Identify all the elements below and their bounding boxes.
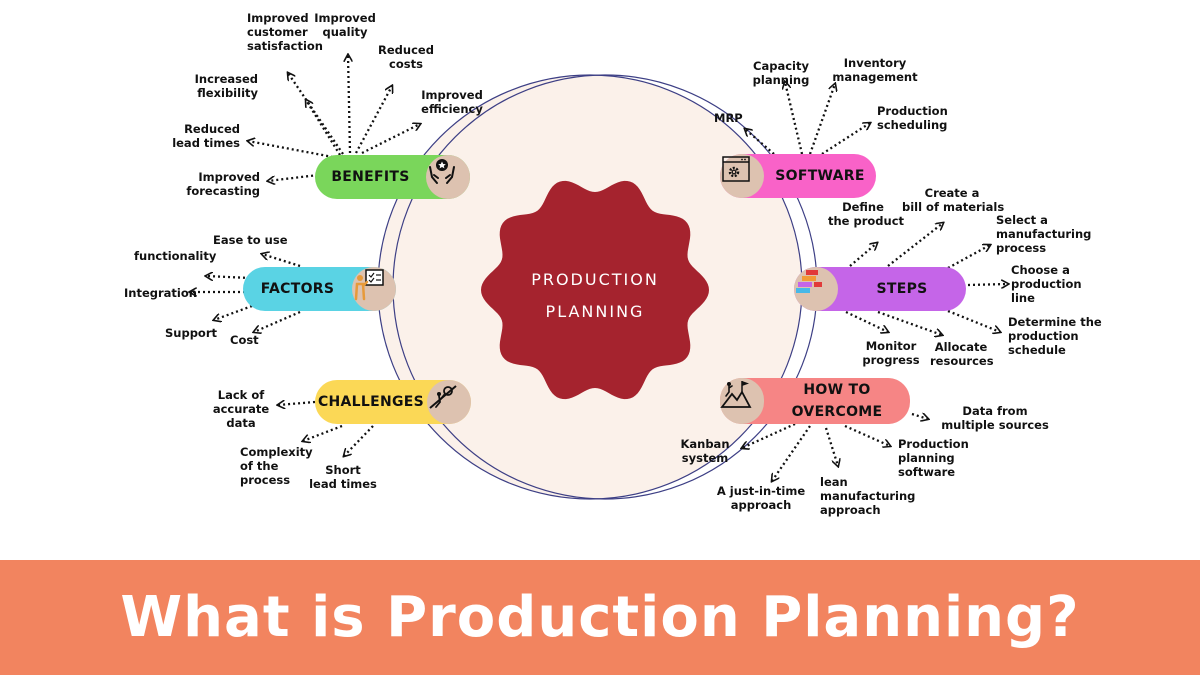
- challenges-node: CHALLENGES: [315, 380, 471, 424]
- presenter-board-icon: [352, 267, 396, 311]
- software-item: Inventory management: [832, 56, 918, 84]
- connector-arrow: [262, 254, 301, 268]
- connector-arrow: [911, 414, 928, 419]
- software-item: Production scheduling: [877, 104, 948, 132]
- uphill-climb-icon: [427, 380, 471, 424]
- step-item: Define the product: [828, 200, 905, 228]
- connector-arrow: [772, 425, 811, 481]
- connector-arrows: [190, 55, 1008, 481]
- step-item: Choose a production line: [1011, 263, 1082, 305]
- connector-arrow: [344, 425, 374, 456]
- stacked-blocks-icon: [794, 267, 838, 311]
- center-title: PRODUCTION PLANNING: [531, 270, 659, 321]
- mind-map-canvas: [0, 0, 1200, 500]
- connector-arrow: [947, 245, 990, 270]
- factor-item: Integration: [124, 286, 197, 300]
- benefits-label: BENEFITS: [331, 169, 410, 185]
- overcome-item: Data from multiple sources: [941, 404, 1049, 432]
- step-item: Determine the production schedule: [1008, 315, 1102, 357]
- connector-arrow: [845, 310, 888, 332]
- steps-label: STEPS: [876, 281, 928, 297]
- connector-arrow: [214, 304, 253, 320]
- connector-arrow: [278, 402, 316, 405]
- factor-item: Ease to use: [213, 233, 288, 247]
- connector-arrow: [887, 223, 943, 267]
- overcome-item: Kanban system: [680, 437, 730, 465]
- step-item: Select a manufacturing process: [996, 213, 1092, 255]
- benefit-item: Improved quality: [314, 11, 376, 39]
- connector-arrow: [967, 284, 1008, 285]
- mountain-flag-icon: [720, 378, 764, 424]
- step-item: Monitor progress: [862, 339, 920, 367]
- gear-window-icon: [720, 154, 764, 198]
- challenge-item: Short lead times: [309, 463, 377, 491]
- factors-label: FACTORS: [260, 281, 335, 297]
- connector-arrow: [947, 309, 1000, 332]
- connector-arrow: [745, 129, 775, 155]
- connector-arrow: [348, 55, 350, 154]
- factor-item: Support: [165, 326, 218, 340]
- benefit-item: Improved customer satisfaction: [247, 11, 323, 53]
- mind-map: PRODUCTION PLANNING BENEFITS Improved cu…: [0, 0, 1200, 517]
- connector-arrow: [288, 73, 344, 155]
- benefit-item: Increased flexibility: [194, 72, 258, 100]
- how-to-overcome-label: HOW TO OVERCOME: [791, 382, 883, 420]
- hands-star-icon: [426, 155, 470, 199]
- center-badge: [481, 180, 709, 400]
- connector-arrow: [254, 310, 301, 332]
- connector-arrow: [742, 422, 796, 448]
- connector-arrow: [808, 84, 835, 155]
- overcome-item: Production planning software: [898, 437, 969, 479]
- benefit-item: Improved forecasting: [186, 170, 260, 198]
- software-item: Capacity planning: [752, 59, 810, 87]
- benefit-item: Improved efficiency: [421, 88, 483, 116]
- connector-arrow: [268, 173, 319, 181]
- connector-arrow: [877, 310, 942, 335]
- challenge-item: Complexity of the process: [240, 445, 313, 487]
- step-item: Create a bill of materials: [902, 186, 1005, 214]
- factors-node: FACTORS: [243, 267, 396, 311]
- banner-title: What is Production Planning?: [120, 585, 1080, 650]
- software-node: SOFTWARE: [720, 154, 876, 198]
- challenges-label: CHALLENGES: [317, 394, 425, 410]
- connector-arrow: [354, 86, 392, 154]
- steps-node: STEPS: [794, 267, 966, 311]
- connector-arrow: [844, 424, 890, 446]
- connector-arrow: [824, 427, 838, 466]
- factor-item: functionality: [134, 249, 217, 263]
- connector-arrow: [206, 276, 251, 278]
- how-to-overcome-node: HOW TO OVERCOME: [720, 378, 910, 424]
- benefits-node: BENEFITS: [315, 155, 470, 199]
- overcome-item: A just-in-time approach: [716, 484, 806, 512]
- connector-arrow: [361, 124, 420, 155]
- benefit-item: Reduced costs: [378, 43, 434, 71]
- software-label: SOFTWARE: [775, 168, 865, 184]
- factor-item: Cost: [230, 333, 259, 347]
- step-item: Allocate resources: [930, 340, 994, 368]
- challenge-item: Lack of accurate data: [212, 388, 270, 430]
- title-banner: What is Production Planning?: [0, 560, 1200, 675]
- connector-arrow: [785, 82, 804, 155]
- connector-arrow: [821, 123, 870, 155]
- connector-arrow: [306, 100, 341, 156]
- software-item: MRP: [714, 111, 743, 125]
- connector-arrow: [303, 424, 343, 441]
- connector-arrow: [248, 141, 334, 159]
- overcome-item: lean manufacturing approach: [820, 475, 916, 517]
- benefit-item: Reduced lead times: [172, 122, 240, 150]
- connector-arrow: [849, 243, 877, 267]
